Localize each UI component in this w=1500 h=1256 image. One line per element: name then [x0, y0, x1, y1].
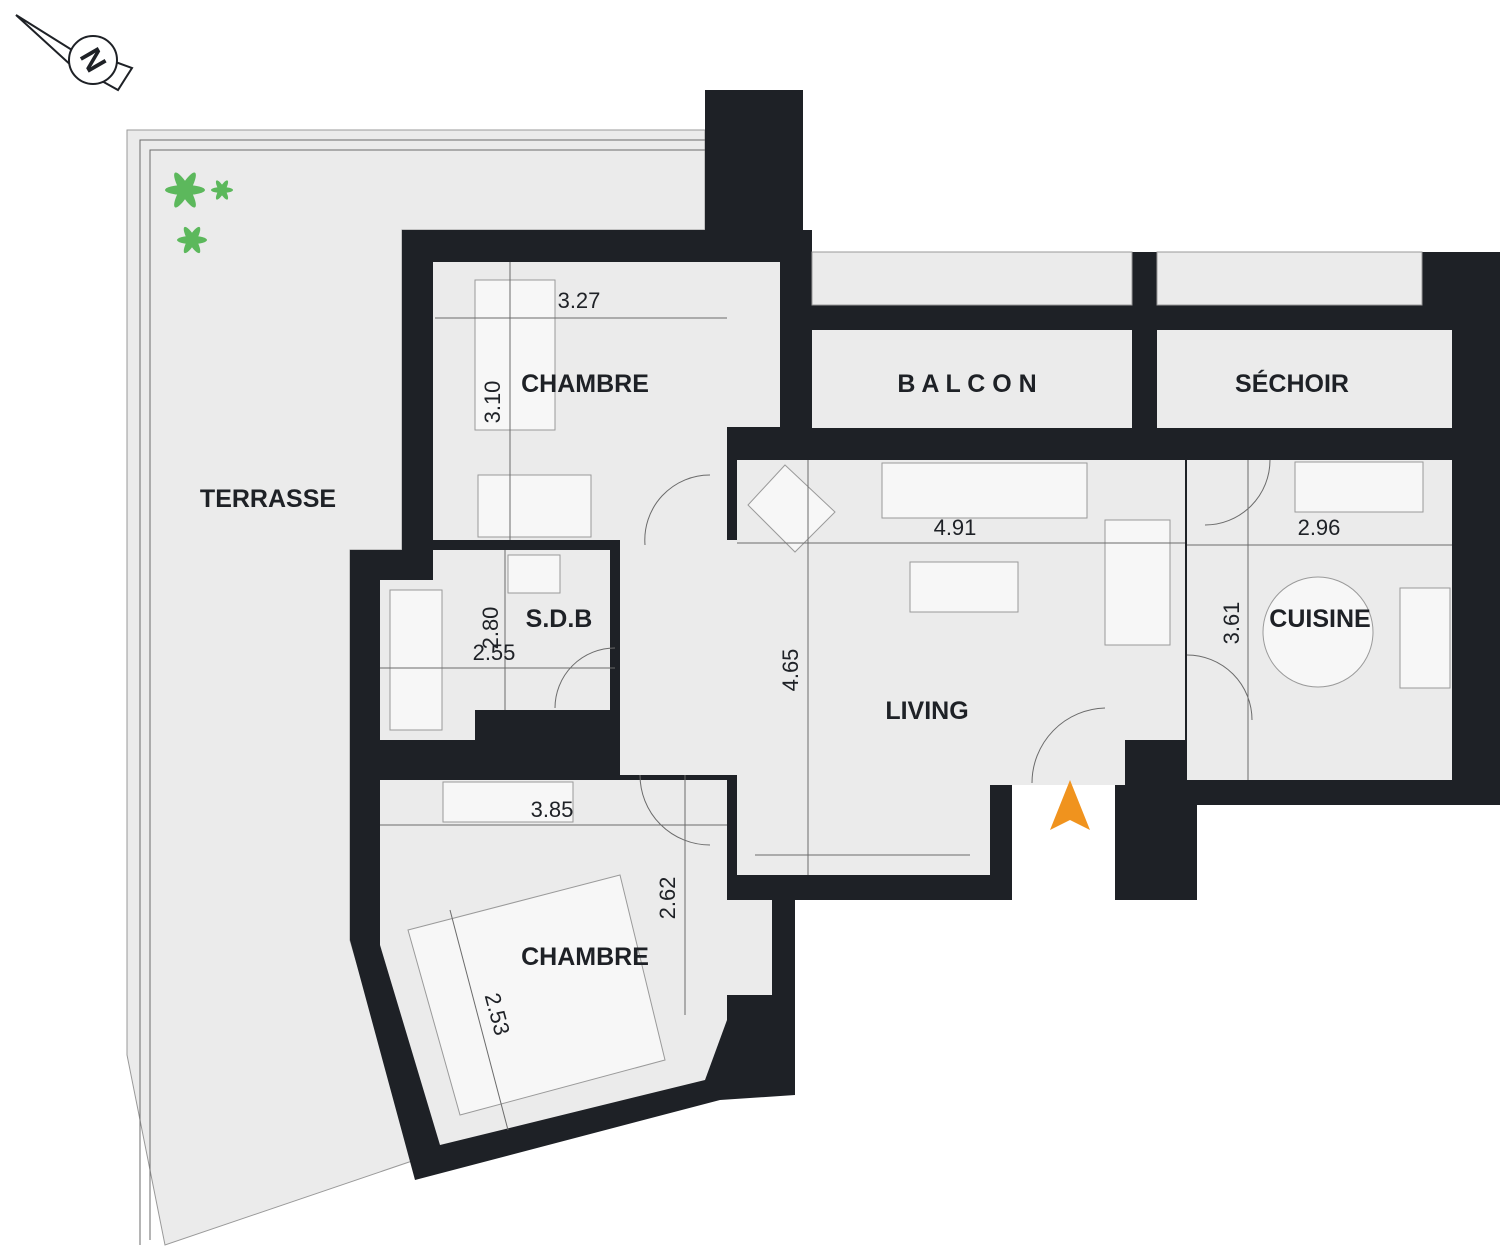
doors [554, 459, 1271, 846]
dimension-lines [380, 262, 1452, 1131]
entrance-arrow-icon [1050, 780, 1090, 830]
north-compass-icon: N [15, 14, 134, 92]
room-label-balcon: B A L C O N [897, 370, 1036, 398]
dim-sdb-width: 2.55 [473, 640, 516, 665]
room-label-sdb: S.D.B [526, 605, 593, 633]
dim-living-width: 4.91 [934, 515, 977, 540]
room-label-chambre-2: CHAMBRE [521, 943, 649, 971]
dim-chambre-2-depth: 2.62 [655, 877, 680, 920]
dim-cuisine-depth: 3.61 [1219, 602, 1244, 645]
room-label-living: LIVING [885, 697, 968, 725]
dim-chambre-1-depth: 3.10 [480, 381, 505, 424]
room-label-chambre-1: CHAMBRE [521, 370, 649, 398]
dim-sdb-depth: 2.80 [478, 607, 503, 650]
room-label-cuisine: CUISINE [1269, 605, 1370, 633]
dim-living-depth: 4.65 [778, 649, 803, 692]
dim-chambre-1-width: 3.27 [558, 288, 601, 313]
dim-cuisine-width: 2.96 [1298, 515, 1341, 540]
room-label-terrasse: TERRASSE [200, 485, 336, 513]
dim-chambre-2-width: 3.85 [531, 797, 574, 822]
room-label-sechoir: SÉCHOIR [1235, 369, 1349, 398]
furniture [389, 279, 1451, 1116]
